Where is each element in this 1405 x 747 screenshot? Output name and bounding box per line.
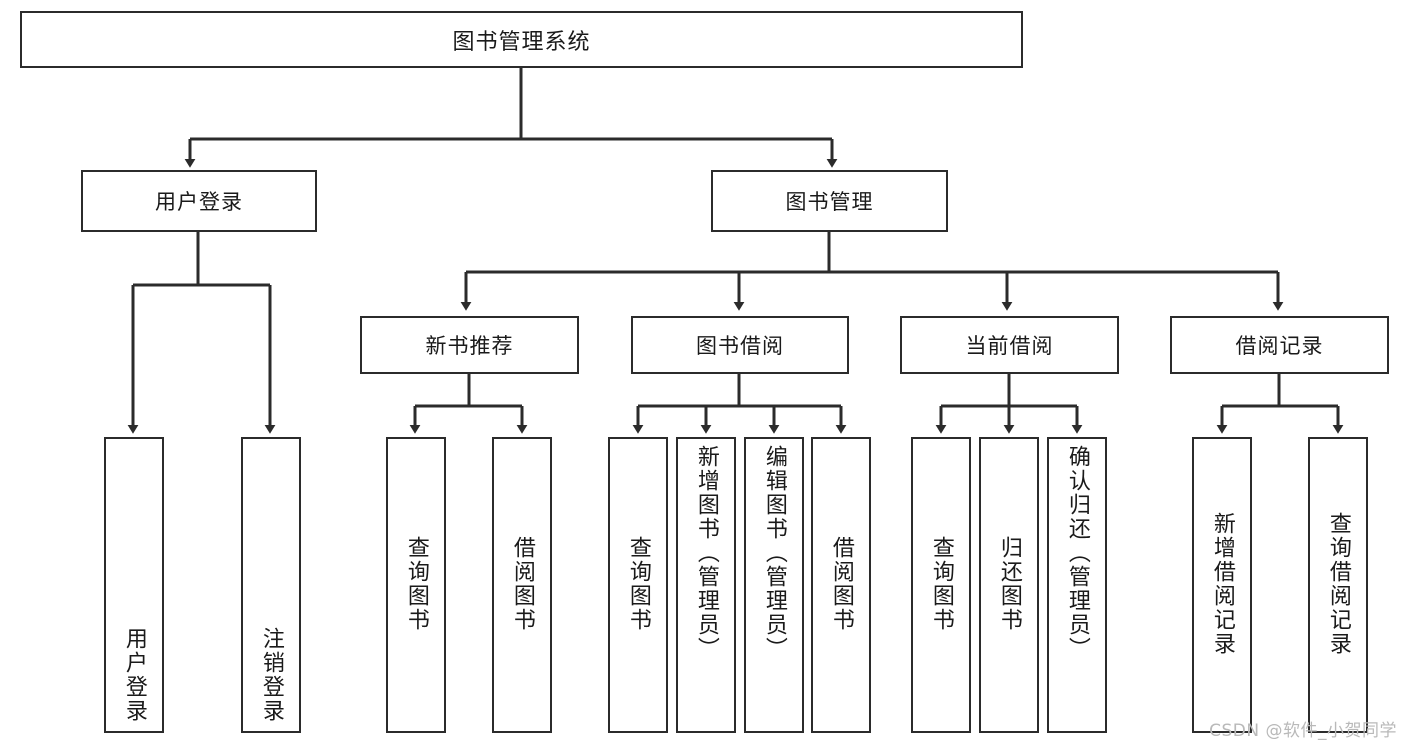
leaf-borrow-book-recommend[interactable]: 借阅图书 (492, 437, 552, 733)
node-label: 新增借阅记录 (1209, 512, 1235, 656)
node-label: 借阅图书 (509, 536, 535, 632)
node-book-borrow[interactable]: 图书借阅 (631, 316, 849, 374)
node-label: 用户登录 (121, 627, 147, 723)
node-label: 查询借阅记录 (1325, 512, 1351, 656)
node-label: 新增图书（管理员） (693, 445, 719, 661)
leaf-query-book-borrow[interactable]: 查询图书 (608, 437, 668, 733)
node-label: 新书推荐 (425, 334, 514, 358)
leaf-return-book[interactable]: 归还图书 (979, 437, 1039, 733)
node-label: 借阅图书 (828, 536, 854, 632)
leaf-confirm-return-admin[interactable]: 确认归还（管理员） (1047, 437, 1107, 733)
node-label: 图书借阅 (696, 334, 784, 358)
node-current-borrow[interactable]: 当前借阅 (900, 316, 1119, 374)
node-user-login[interactable]: 用户登录 (81, 170, 317, 232)
csdn-watermark: CSDN @软件_小贺同学 (1209, 721, 1397, 741)
node-label: 借阅记录 (1235, 334, 1324, 358)
node-label: 查询图书 (625, 536, 651, 632)
leaf-user-login[interactable]: 用户登录 (104, 437, 164, 733)
node-label: 图书管理系统 (452, 29, 591, 55)
node-book-management[interactable]: 图书管理 (711, 170, 948, 232)
leaf-add-book-admin[interactable]: 新增图书（管理员） (676, 437, 736, 733)
leaf-query-book-recommend[interactable]: 查询图书 (386, 437, 446, 733)
leaf-borrow-book[interactable]: 借阅图书 (811, 437, 871, 733)
node-label: 归还图书 (996, 536, 1022, 632)
node-borrow-record[interactable]: 借阅记录 (1170, 316, 1389, 374)
leaf-edit-book-admin[interactable]: 编辑图书（管理员） (744, 437, 804, 733)
node-label: 查询图书 (403, 536, 429, 632)
node-new-book-recommend[interactable]: 新书推荐 (360, 316, 579, 374)
node-label: 确认归还（管理员） (1064, 445, 1090, 661)
node-label: 图书管理 (785, 190, 874, 214)
leaf-user-logout[interactable]: 注销登录 (241, 437, 301, 733)
node-label: 编辑图书（管理员） (761, 445, 787, 661)
node-label: 查询图书 (928, 536, 954, 632)
node-root-system[interactable]: 图书管理系统 (20, 11, 1023, 68)
node-label: 注销登录 (258, 627, 284, 723)
node-label: 用户登录 (155, 190, 243, 214)
leaf-query-book-current[interactable]: 查询图书 (911, 437, 971, 733)
leaf-add-borrow-record[interactable]: 新增借阅记录 (1192, 437, 1252, 733)
node-label: 当前借阅 (965, 334, 1054, 358)
leaf-query-borrow-record[interactable]: 查询借阅记录 (1308, 437, 1368, 733)
